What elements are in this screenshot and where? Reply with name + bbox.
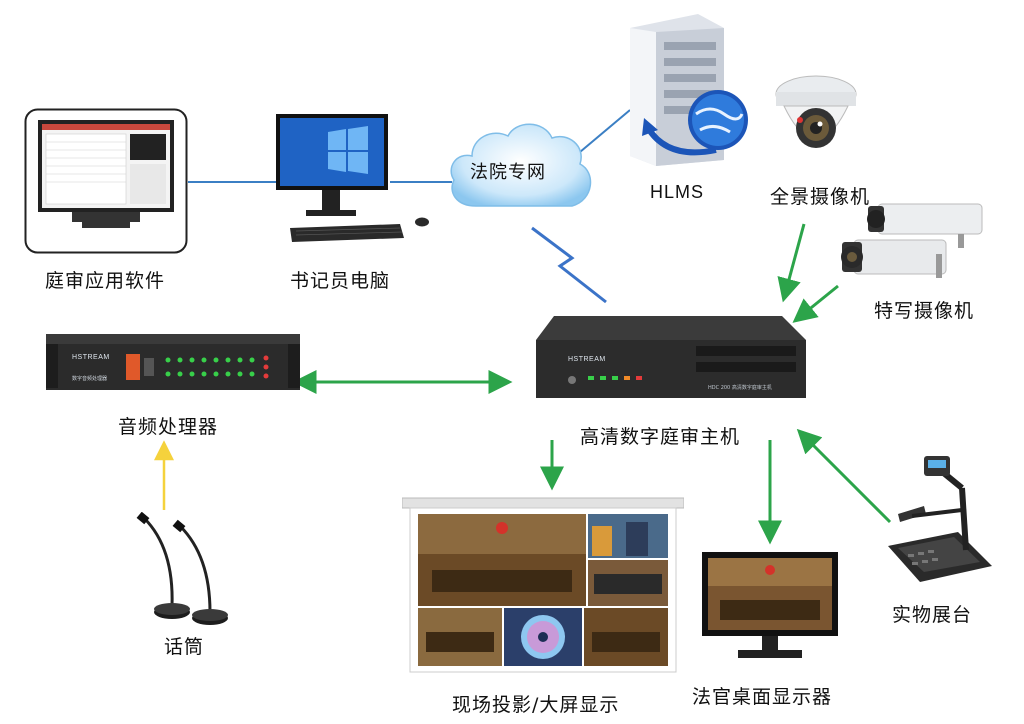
projection-screen-icon bbox=[401, 497, 685, 673]
court-app-device bbox=[24, 108, 188, 254]
projection-label: 现场投影/大屏显示 bbox=[452, 694, 620, 716]
closeup-camera-label: 特写摄像机 bbox=[874, 300, 975, 322]
hlms-server-device bbox=[620, 10, 754, 168]
arrow-visualizer-to-host bbox=[796, 428, 892, 524]
main-host-brand: HSTREAM bbox=[568, 356, 606, 363]
panoramic-camera-label: 全景摄像机 bbox=[770, 186, 871, 208]
projection-screen-device bbox=[401, 494, 685, 680]
court-network-cloud: 法院专网 bbox=[446, 114, 596, 218]
microphone-label: 话筒 bbox=[164, 636, 205, 658]
panoramic-camera-device bbox=[770, 72, 862, 168]
judge-display-device bbox=[702, 552, 838, 664]
cloud-icon bbox=[450, 123, 592, 207]
main-host-label: 高清数字庭审主机 bbox=[580, 426, 741, 448]
gooseneck-microphone-icon bbox=[136, 511, 228, 625]
visualizer-device bbox=[884, 454, 996, 582]
audio-processor-brand: HSTREAM bbox=[72, 354, 110, 361]
main-host-model: HDC 200 高清数字庭审主机 bbox=[708, 385, 772, 391]
microphone-device bbox=[126, 511, 236, 628]
dome-camera-icon bbox=[775, 75, 857, 148]
closeup-camera-device bbox=[838, 198, 988, 286]
visualizer-label: 实物展台 bbox=[892, 604, 973, 626]
judge-monitor-icon bbox=[702, 552, 838, 658]
court-app-monitor-icon bbox=[24, 108, 188, 254]
main-host-device: HSTREAM HDC 200 高清数字庭审主机 bbox=[536, 316, 806, 400]
audio-processor-caption: 数字音频处理器 bbox=[72, 376, 108, 382]
rack-audio-processor-icon bbox=[46, 334, 300, 390]
box-camera-icon bbox=[841, 203, 983, 278]
cloud-label: 法院专网 bbox=[470, 162, 546, 183]
arrow-pano-to-host bbox=[777, 223, 806, 303]
arrow-closeup-to-host bbox=[792, 284, 839, 323]
wireless-bolt bbox=[531, 226, 607, 304]
clerk-pc-label: 书记员电脑 bbox=[290, 270, 391, 292]
host-unit-icon bbox=[536, 316, 806, 398]
audio-processor-device: HSTREAM 数字音频处理器 bbox=[46, 334, 300, 392]
judge-display-label: 法官桌面显示器 bbox=[692, 686, 833, 708]
audio-processor-label: 音频处理器 bbox=[118, 416, 219, 438]
court-app-label: 庭审应用软件 bbox=[45, 270, 166, 292]
document-camera-icon bbox=[888, 456, 992, 582]
server-globe-icon bbox=[630, 14, 748, 166]
clerk-pc-device bbox=[272, 110, 432, 250]
desktop-computer-icon bbox=[276, 114, 429, 242]
hlms-label: HLMS bbox=[650, 182, 705, 202]
link-cloud-to-hlms bbox=[579, 109, 631, 153]
